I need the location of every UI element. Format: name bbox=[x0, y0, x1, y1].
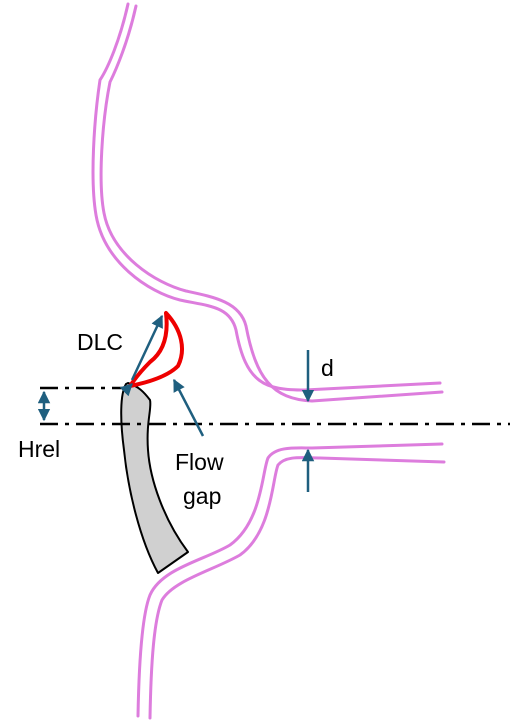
dlc-arrow-lower bbox=[119, 383, 133, 397]
lower-wall-outer bbox=[136, 442, 444, 718]
dlc-region bbox=[128, 311, 184, 388]
upper-wall bbox=[91, 2, 444, 403]
upper-wall-outer bbox=[91, 2, 442, 392]
label-gap: gap bbox=[183, 483, 221, 509]
label-d: d bbox=[321, 355, 334, 381]
label-flow: Flow bbox=[175, 449, 224, 475]
label-hrel: Hrel bbox=[18, 436, 60, 462]
upper-wall-inner bbox=[99, 4, 444, 403]
label-dlc: DLC bbox=[77, 329, 123, 355]
leaflet bbox=[120, 382, 189, 574]
lower-wall bbox=[136, 442, 446, 720]
dlc-arrow-upper bbox=[130, 314, 164, 381]
flow-gap-arrow bbox=[172, 378, 205, 437]
lower-wall-inner bbox=[148, 456, 446, 720]
